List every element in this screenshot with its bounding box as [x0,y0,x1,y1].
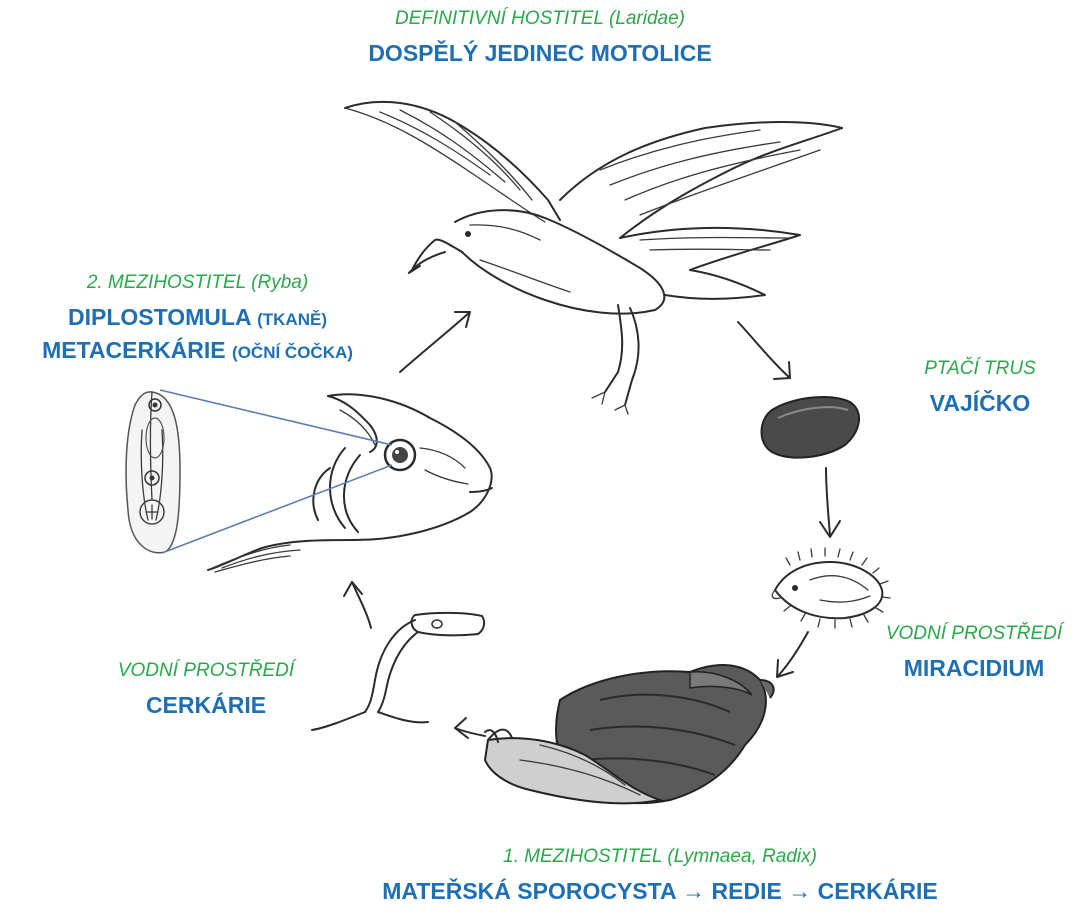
snail-illustration [485,665,774,803]
arrow-gull-to-egg [738,322,790,379]
stage-name: MIRACIDIUM [868,653,1080,683]
host-name: VODNÍ PROSTŘEDÍ [100,660,312,682]
egg-illustration [762,397,860,458]
label-water-cercaria: VODNÍ PROSTŘEDÍ CERKÁRIE [100,660,312,720]
stage-main: DIPLOSTOMULA [68,304,251,330]
stage-name: VAJÍČKO [900,388,1060,418]
host-name: 1. MEZIHOSTITEL (Lymnaea, Radix) [300,846,1020,868]
arrow-miracidium-to-snail [777,632,808,677]
host-name: PTAČÍ TRUS [900,358,1060,380]
stage-name-metacercaria: METACERKÁRIE (OČNÍ ČOČKA) [0,335,395,368]
label-bird-feces: PTAČÍ TRUS VAJÍČKO [900,358,1060,418]
label-definitive-host: DEFINITIVNÍ HOSTITEL (Laridae) DOSPĚLÝ J… [310,8,770,68]
fish-illustration [208,394,492,572]
cycle-arrows [344,312,840,738]
host-name: DEFINITIVNÍ HOSTITEL (Laridae) [310,8,770,30]
arrow-snail-to-cercaria [455,718,485,738]
gull-illustration [345,102,842,414]
label-second-intermediate-host: 2. MEZIHOSTITEL (Ryba) DIPLOSTOMULA (TKA… [0,272,395,368]
arrow-egg-to-miracidium [820,468,840,537]
label-water-miracidium: VODNÍ PROSTŘEDÍ MIRACIDIUM [868,623,1080,683]
host-name: 2. MEZIHOSTITEL (Ryba) [0,272,395,294]
host-name: VODNÍ PROSTŘEDÍ [868,623,1080,645]
arrow-cercaria-to-fish [344,582,371,628]
stage-main: METACERKÁRIE [42,337,226,363]
stage-paren: (OČNÍ ČOČKA) [232,343,353,362]
stage-paren: (TKANĚ) [257,310,327,329]
stage-name: CERKÁRIE [100,690,312,720]
zoom-connector [160,390,392,553]
arrow-fish-to-gull [400,312,470,372]
metacercaria-illustration [126,392,180,553]
stage-name: DOSPĚLÝ JEDINEC MOTOLICE [310,38,770,68]
label-first-intermediate-host: 1. MEZIHOSTITEL (Lymnaea, Radix) MATEŘSK… [300,846,1020,906]
cercaria-illustration [312,613,484,730]
stage-name-diplostomula: DIPLOSTOMULA (TKANĚ) [0,302,395,335]
stage-name: MATEŘSKÁ SPOROCYSTA → REDIE → CERKÁRIE [300,876,1020,906]
miracidium-illustration [772,548,890,628]
